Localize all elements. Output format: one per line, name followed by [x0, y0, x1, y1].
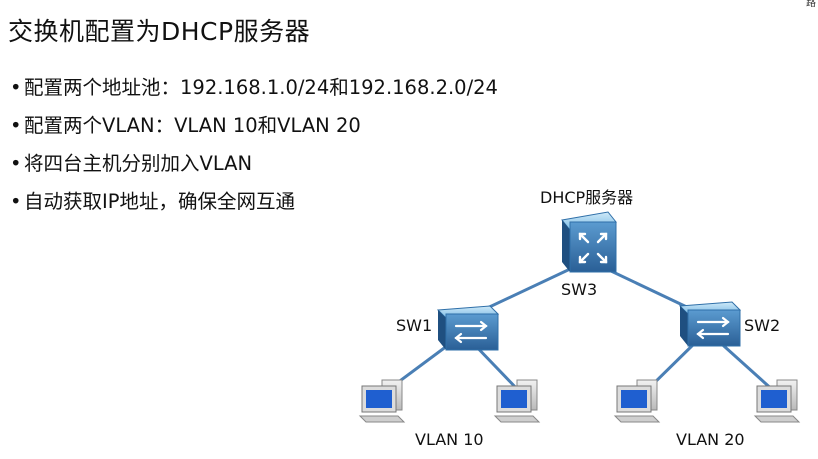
sw1-label: SW1 — [396, 316, 433, 335]
bullet-item: •配置两个地址池：192.168.1.0/24和192.168.2.0/24 — [10, 76, 498, 99]
bullet-text: 将四台主机分别加入VLAN — [24, 152, 253, 175]
sw2-label: SW2 — [744, 316, 781, 335]
sw3-label: SW3 — [561, 280, 598, 299]
pc-icon — [493, 379, 541, 423]
page-title: 交换机配置为DHCP服务器 — [8, 17, 311, 46]
bullet-item: •配置两个VLAN：VLAN 10和VLAN 20 — [10, 114, 361, 137]
pc-icon — [358, 379, 406, 423]
bullet-list: •配置两个地址池：192.168.1.0/24和192.168.2.0/24 •… — [10, 74, 498, 226]
bullet-text: 配置两个地址池：192.168.1.0/24和192.168.2.0/24 — [24, 76, 498, 99]
switch-icon — [678, 301, 742, 347]
pc-icon — [613, 379, 661, 423]
corner-text: 路 — [806, 0, 816, 9]
bullet-item: •自动获取IP地址，确保全网互通 — [10, 190, 296, 213]
core-switch-icon — [561, 211, 617, 273]
server-label: DHCP服务器 — [540, 188, 634, 207]
pc-icon — [753, 379, 801, 423]
vlan20-label: VLAN 20 — [676, 430, 745, 449]
switch-icon — [436, 305, 500, 351]
bullet-item: •将四台主机分别加入VLAN — [10, 152, 253, 175]
bullet-text: 自动获取IP地址，确保全网互通 — [24, 190, 296, 213]
bullet-text: 配置两个VLAN：VLAN 10和VLAN 20 — [24, 114, 361, 137]
vlan10-label: VLAN 10 — [415, 430, 484, 449]
link-sw2-pc4 — [713, 336, 777, 394]
